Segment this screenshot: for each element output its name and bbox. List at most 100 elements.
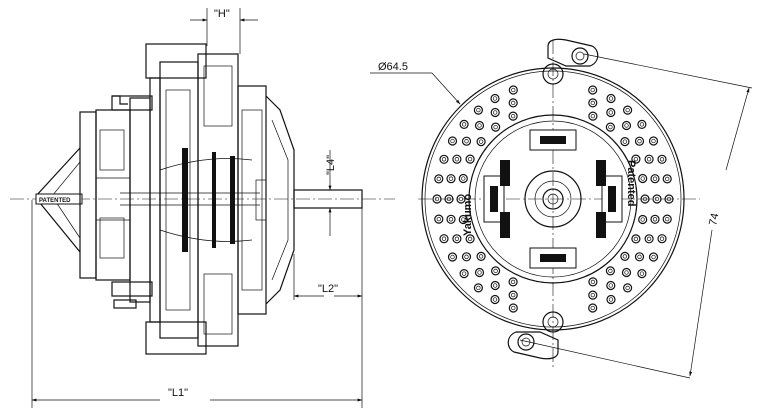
vent-hole [634,252,645,262]
vent-hole [465,154,475,164]
vent-hole-inner [441,236,447,241]
vent-hole [606,280,616,291]
vent-hole-inner [665,216,670,222]
vent-hole-inner [625,285,630,291]
vent-hole [662,214,672,224]
vent-hole-inner [624,270,629,275]
vent-hole-inner [478,254,484,259]
vent-hole [631,154,641,164]
vent-hole [606,107,616,118]
dim-l2-label: "L2" [318,283,338,295]
dim-l4-label: "L4" [325,155,337,175]
vent-hole-inner [608,283,613,288]
vent-hole [490,294,500,305]
vent-hole [476,251,486,261]
side-view: PATENTED [10,43,395,355]
vent-hole-inner [665,176,670,182]
vent-hole-inner [659,157,665,162]
dim-74: 74 [519,53,753,379]
vent-hole-inner [659,236,665,241]
vent-hole [664,194,674,204]
vent-hole-inner [633,156,639,162]
vent-hole [648,252,659,262]
vent-hole [620,251,630,261]
vent-hole-inner [590,292,595,298]
vent-hole [606,294,616,305]
vent-hole-inner [478,139,484,144]
vent-hole-inner [608,124,613,130]
vent-hole-inner [640,217,645,222]
vent-hole [491,266,501,276]
vent-hole [447,252,458,262]
vent-hole-inner [646,157,652,162]
terminal-tab [112,95,128,105]
vent-hole [588,111,598,121]
vent-hole-inner [476,285,481,291]
vent-hole [490,107,500,118]
vent-hole [606,93,616,104]
vent-hole [588,98,598,108]
top-ear [542,38,599,85]
vent-hole-inner [436,216,441,222]
dim-l4: "L4" [300,150,340,236]
vent-hole [447,136,458,146]
vent-hole-inner [510,113,516,119]
vent-hole-inner [625,107,630,113]
vent-hole [644,154,654,164]
vent-hole-inner [590,113,596,119]
core-ring-inner [474,120,632,278]
vent-hole [508,277,518,287]
core-ring [468,114,638,284]
vent-hole-inner [608,110,613,115]
vent-hole-inner [448,217,454,222]
vent-hole [465,234,475,244]
vent-hole [474,120,485,131]
vent-hole [452,154,462,164]
vent-hole [434,174,444,184]
vent-hole [459,119,469,130]
vent-hole-inner [637,254,642,259]
vent-hole-inner [448,176,454,181]
brand-left: Yakumo [462,194,474,236]
vent-hole [638,173,648,184]
vent-hole [588,290,598,300]
vent-hole [652,194,662,204]
vent-hole [458,214,468,225]
vent-hole [490,93,500,104]
vent-hole-inner [622,254,628,259]
vent-hole-inner [590,100,595,106]
vent-hole-inner [608,297,614,302]
dim-l1: "L1" [31,200,363,408]
vent-hole [432,194,442,204]
vent-hole-inner [461,176,466,181]
vent-hole [622,105,633,115]
vent-hole [508,98,518,108]
dim-l2: "L2" [293,208,363,300]
vent-hole [657,234,667,244]
vent-hole [508,303,518,313]
vent-hole-inner [454,236,460,241]
vent-hole-inner [454,157,460,162]
vent-holes [432,85,674,313]
vent-hole-inner [511,100,516,106]
vent-hole-inner [608,268,613,274]
center-hub [524,170,582,228]
vent-hole [508,111,518,121]
vent-hole-inner [441,157,447,162]
vent-hole-inner [461,217,466,222]
vent-hole [605,122,616,132]
vent-hole-inner [450,138,455,144]
vent-hole-inner [446,196,452,202]
vent-hole-inner [510,279,516,285]
vent-hole-inner [493,268,498,274]
dim-h-label: "H" [214,8,230,20]
vent-hole [622,283,633,293]
vent-hole [621,120,632,131]
vent-hole [476,137,486,147]
vent-hole-inner [493,110,498,115]
vent-hole [634,136,645,146]
vent-hole [650,214,660,224]
vent-hole-inner [622,139,628,144]
vent-hole-inner [646,236,652,241]
vent-hole [588,277,598,287]
